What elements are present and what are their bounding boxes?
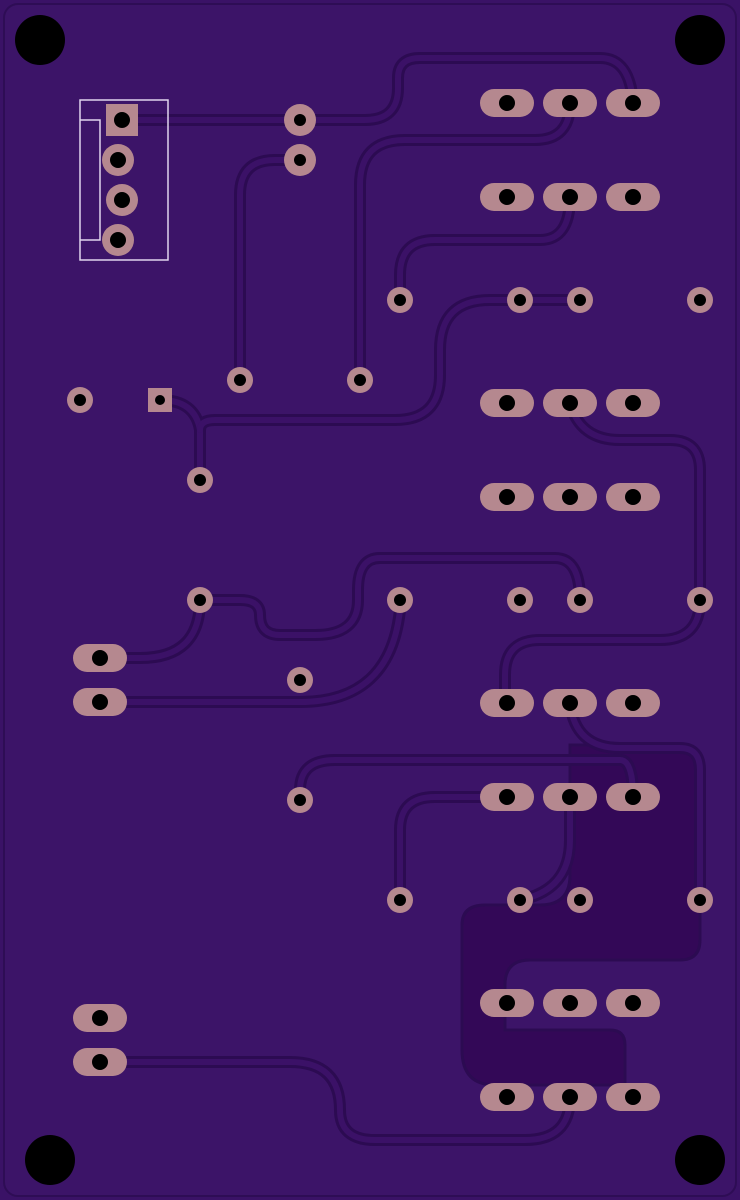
pad-drill — [562, 695, 578, 711]
via-drill — [694, 894, 706, 906]
pad-drill — [625, 189, 641, 205]
pad-drill — [562, 995, 578, 1011]
pad-drill — [499, 789, 515, 805]
pad-drill — [625, 395, 641, 411]
pad-drill — [562, 489, 578, 505]
pad-drill — [625, 789, 641, 805]
via-drill — [574, 594, 586, 606]
pad-drill — [562, 395, 578, 411]
via-drill — [294, 674, 306, 686]
via-drill — [514, 894, 526, 906]
vias — [67, 104, 713, 913]
via-drill — [394, 594, 406, 606]
via-drill — [574, 894, 586, 906]
via-drill — [74, 394, 86, 406]
via-drill — [194, 594, 206, 606]
pad-drill — [625, 95, 641, 111]
copper-pour — [460, 743, 702, 1087]
pad-drill — [562, 95, 578, 111]
pad-drill — [499, 1089, 515, 1105]
pad-drill — [625, 695, 641, 711]
via-drill — [194, 474, 206, 486]
pad-drill — [625, 489, 641, 505]
mounting-hole-4 — [675, 1135, 725, 1185]
pad-drill — [499, 395, 515, 411]
via-drill — [394, 894, 406, 906]
pads — [73, 89, 660, 1111]
pad-drill — [562, 789, 578, 805]
copper-traces-fill — [97, 55, 703, 1143]
mounting-hole-3 — [25, 1135, 75, 1185]
pad-drill — [110, 152, 126, 168]
mounting-holes — [15, 15, 725, 1185]
pad-drill — [625, 1089, 641, 1105]
via-drill — [294, 794, 306, 806]
pad-drill — [625, 995, 641, 1011]
pad-drill — [499, 695, 515, 711]
pad-drill — [92, 1010, 108, 1026]
pad-drill — [114, 112, 130, 128]
mounting-hole-1 — [15, 15, 65, 65]
pad-drill — [562, 1089, 578, 1105]
via-drill — [514, 294, 526, 306]
pad-drill — [92, 650, 108, 666]
via-drill — [354, 374, 366, 386]
via-drill — [694, 294, 706, 306]
pad-drill — [499, 189, 515, 205]
header-silkscreen — [79, 99, 169, 261]
pad-drill — [114, 192, 130, 208]
via-drill — [294, 114, 306, 126]
pad-drill — [155, 395, 165, 405]
pad-drill — [499, 95, 515, 111]
via-drill — [514, 594, 526, 606]
via-drill — [694, 594, 706, 606]
via-drill — [574, 294, 586, 306]
pad-drill — [110, 232, 126, 248]
via-drill — [234, 374, 246, 386]
header-inner-outline — [80, 119, 101, 241]
header-outline — [79, 99, 169, 261]
pad-drill — [92, 694, 108, 710]
pad-drill — [92, 1054, 108, 1070]
mounting-hole-2 — [675, 15, 725, 65]
pad-drill — [499, 489, 515, 505]
pad-drill — [499, 995, 515, 1011]
via-drill — [294, 154, 306, 166]
via-drill — [394, 294, 406, 306]
pad-drill — [562, 189, 578, 205]
